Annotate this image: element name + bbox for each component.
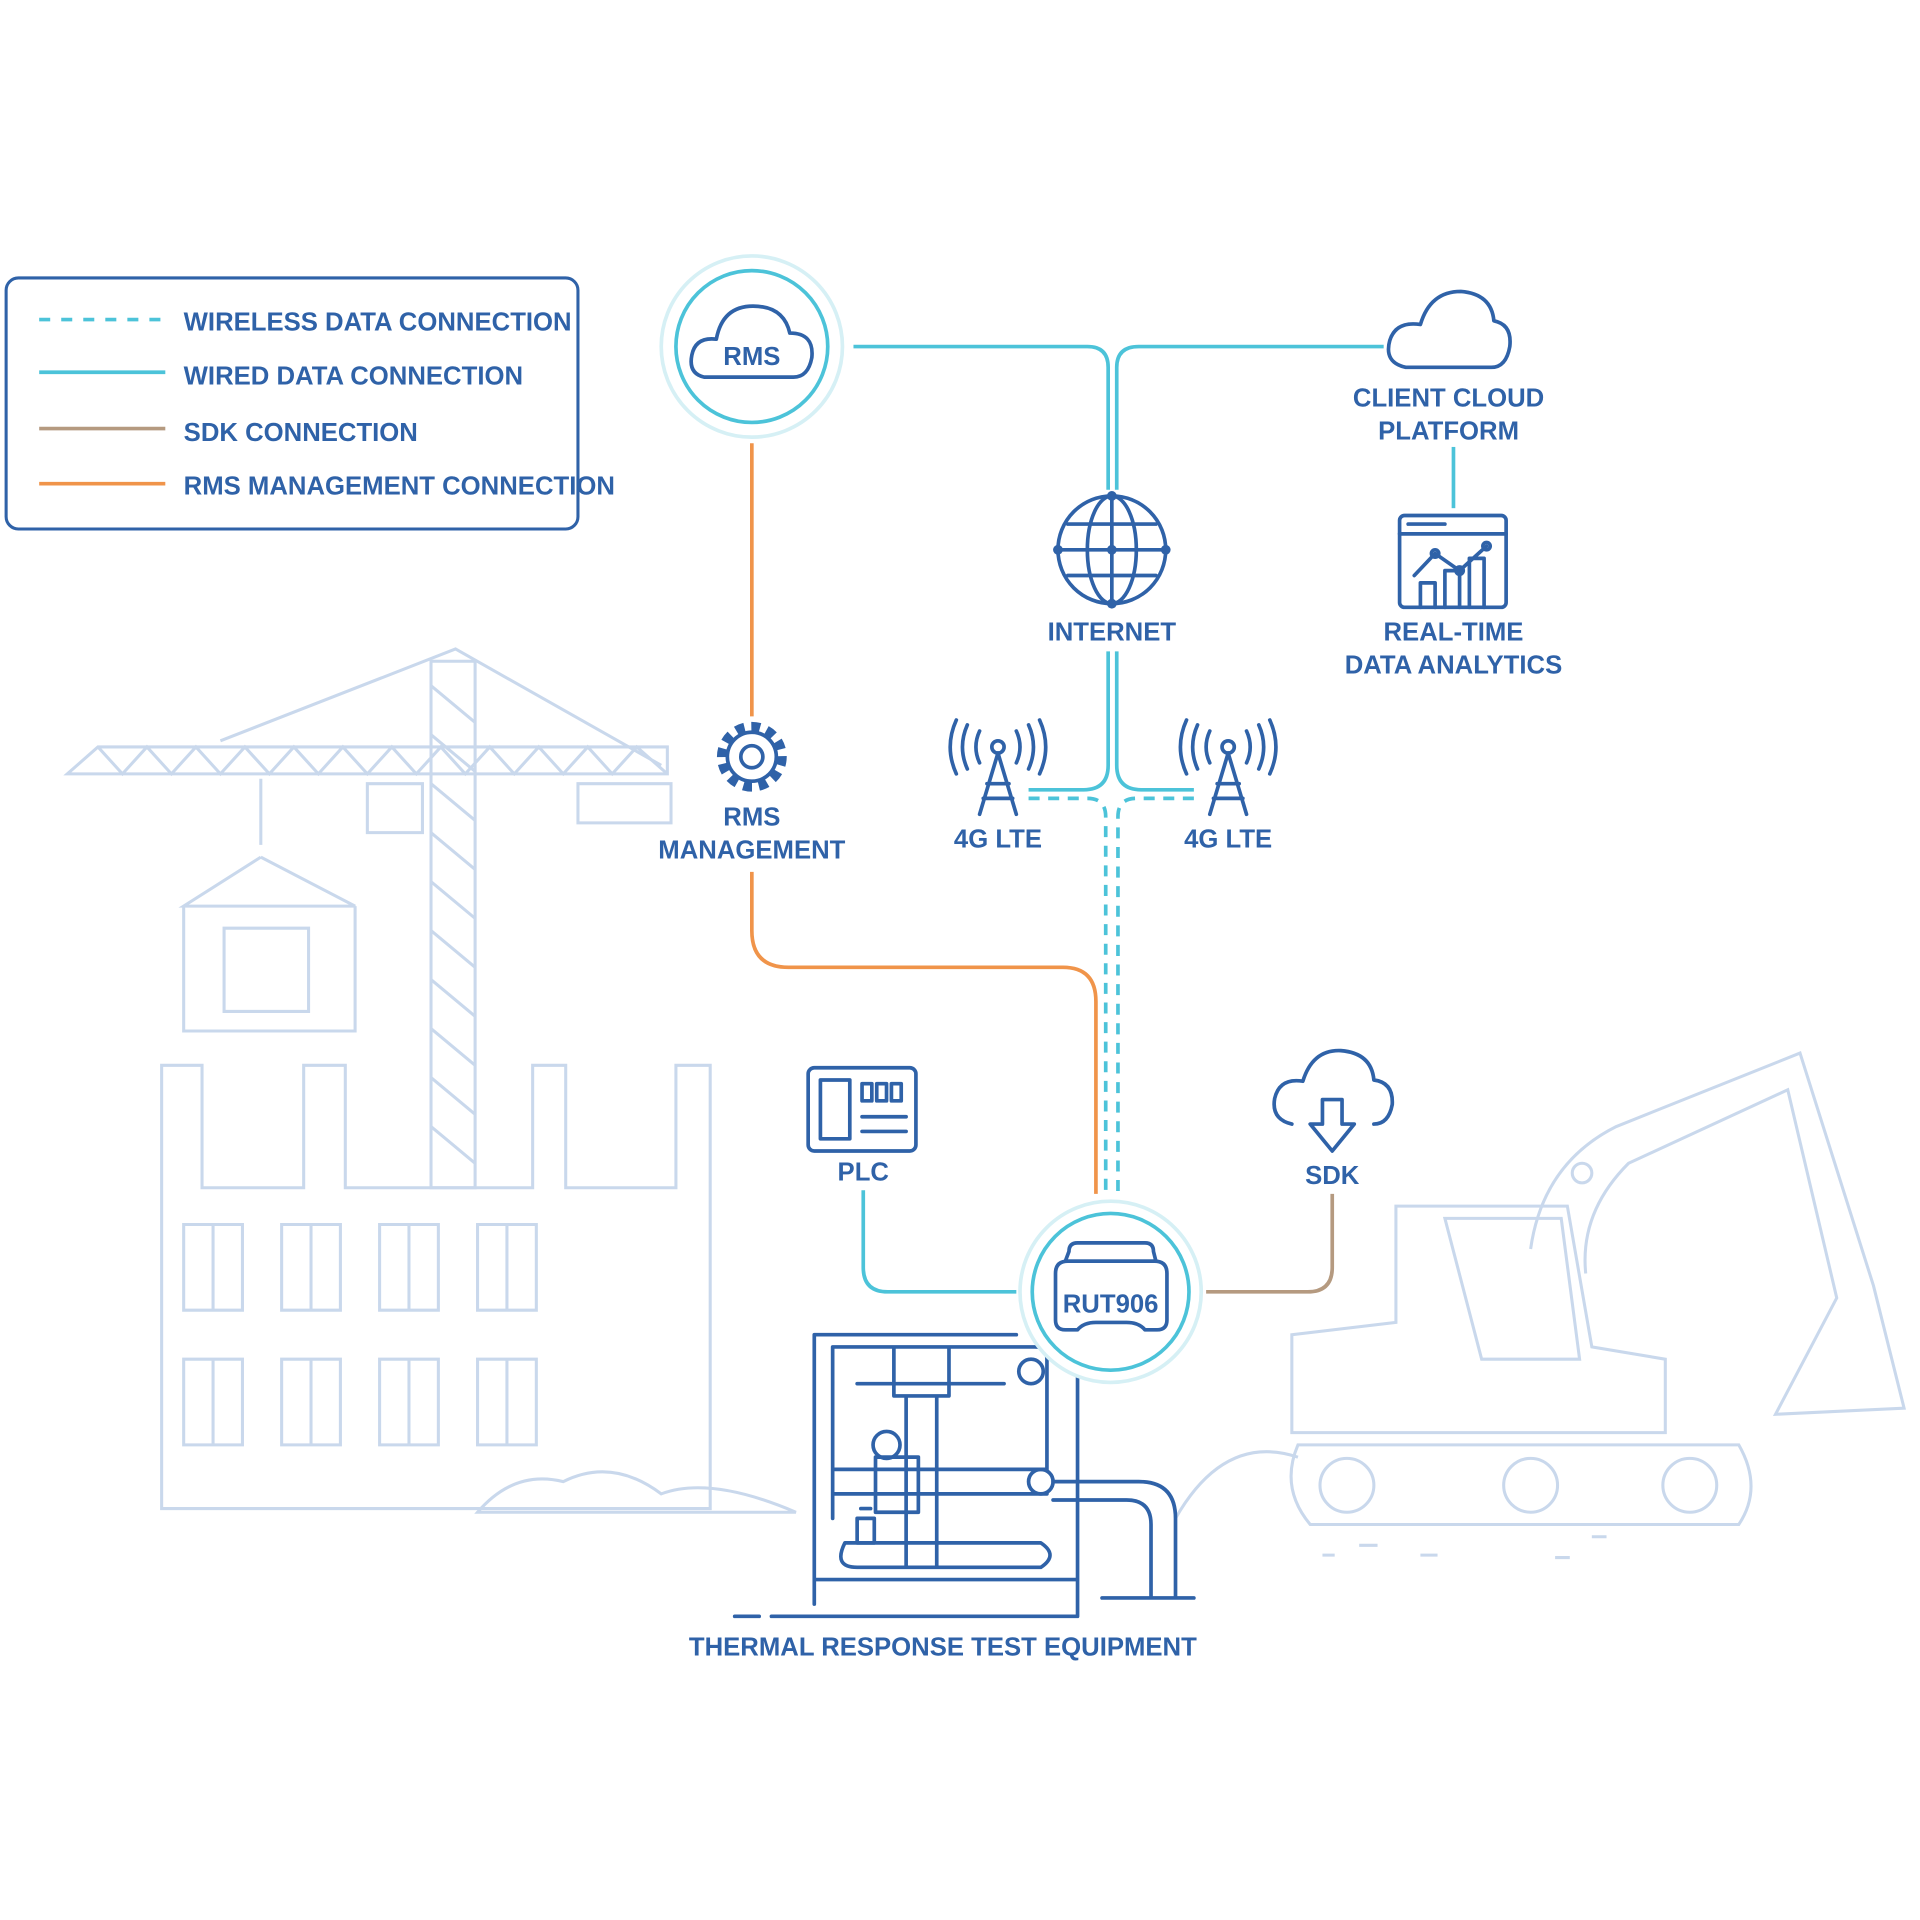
- router-node[interactable]: RUT906: [1018, 1199, 1204, 1385]
- legend-label-rms: RMS MANAGEMENT CONNECTION: [184, 473, 615, 501]
- rms-cloud-icon: [689, 304, 814, 379]
- plc-label: PLC: [838, 1158, 889, 1186]
- cell-tower-icon: [948, 718, 1048, 817]
- legend-label-sdk: SDK CONNECTION: [184, 419, 418, 447]
- router-label: RUT906: [1063, 1291, 1159, 1319]
- analytics-node[interactable]: REAL-TIME DATA ANALYTICS: [1345, 513, 1563, 680]
- rms-management-label-line2: MANAGEMENT: [658, 836, 845, 864]
- gear-icon: [716, 721, 787, 792]
- legend: WIRELESS DATA CONNECTION WIRED DATA CONN…: [4, 276, 615, 531]
- sdk-node[interactable]: SDK: [1272, 1048, 1395, 1191]
- cell-tower-icon: [1178, 718, 1278, 817]
- connections: [750, 344, 1456, 1294]
- rms-management-line: [750, 443, 1098, 1194]
- lte-left-label: 4G LTE: [954, 825, 1042, 853]
- internet-label: INTERNET: [1048, 618, 1177, 646]
- globe-icon: [1053, 491, 1171, 609]
- sdk-line: [1206, 1193, 1335, 1294]
- excavator-illustration: [1174, 1051, 1907, 1560]
- legend-label-wireless: WIRELESS DATA CONNECTION: [184, 309, 572, 337]
- analytics-chart-icon: [1397, 513, 1508, 610]
- rms-label: RMS: [723, 343, 780, 371]
- lte-tower-right[interactable]: 4G LTE: [1178, 718, 1278, 853]
- client-cloud-icon: [1386, 289, 1512, 370]
- thermal-equipment-illustration: THERMAL RESPONSE TEST EQUIPMENT: [689, 1332, 1197, 1662]
- background-construction-art: [63, 647, 1907, 1560]
- building-illustration: [160, 1063, 797, 1514]
- lte-right-label: 4G LTE: [1184, 825, 1272, 853]
- legend-box: [4, 276, 580, 531]
- router-device-icon: [1053, 1241, 1169, 1332]
- plc-device-icon: [806, 1065, 918, 1153]
- plc-node[interactable]: PLC: [806, 1065, 918, 1187]
- client-cloud-label-line1: CLIENT CLOUD: [1353, 385, 1544, 413]
- internet-node[interactable]: INTERNET: [1048, 491, 1177, 646]
- sdk-label: SDK: [1305, 1162, 1360, 1190]
- rms-management-node[interactable]: RMS MANAGEMENT: [658, 721, 846, 864]
- wired-line-internet-cloud: [1114, 344, 1384, 490]
- wired-line-internet-towers: [1028, 651, 1194, 792]
- equipment-label: THERMAL RESPONSE TEST EQUIPMENT: [689, 1634, 1197, 1662]
- analytics-label-line1: REAL-TIME: [1384, 618, 1524, 646]
- wired-line-plc-router: [861, 1190, 1017, 1294]
- wired-line-rms-internet: [853, 344, 1110, 490]
- wireless-line-towers-router: [1028, 796, 1194, 1194]
- lte-tower-left[interactable]: 4G LTE: [948, 718, 1048, 853]
- rms-node[interactable]: RMS: [659, 254, 845, 439]
- legend-label-wired: WIRED DATA CONNECTION: [184, 362, 523, 390]
- analytics-label-line2: DATA ANALYTICS: [1345, 651, 1563, 679]
- crane-illustration: [63, 647, 673, 1190]
- client-cloud-node[interactable]: CLIENT CLOUD PLATFORM: [1353, 289, 1544, 446]
- client-cloud-label-line2: PLATFORM: [1378, 418, 1519, 446]
- rms-management-label-line1: RMS: [723, 803, 780, 831]
- cloud-download-icon: [1272, 1048, 1395, 1153]
